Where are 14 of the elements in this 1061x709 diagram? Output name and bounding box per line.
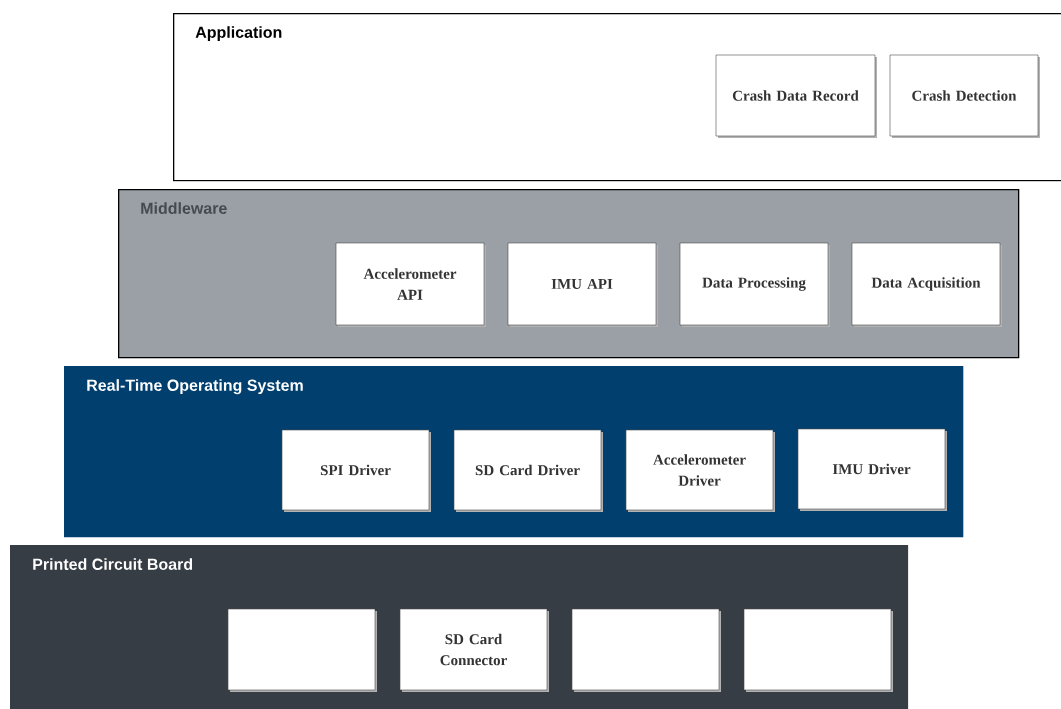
component-box: Accelerometer Driver — [625, 429, 775, 512]
component-box: Data Processing — [679, 242, 830, 327]
component-box — [571, 608, 721, 692]
component-box — [227, 608, 377, 692]
component-box: Accelerometer API — [335, 242, 486, 327]
component-box: IMU API — [507, 242, 658, 327]
component-box: Crash Data Record — [715, 54, 877, 138]
component-box: Data Acquisition — [851, 242, 1002, 327]
component-box: SPI Driver — [281, 429, 431, 512]
component-box: IMU Driver — [797, 428, 947, 511]
component-box: Crash Detection — [889, 54, 1040, 138]
component-box: SD Card Connector — [399, 608, 549, 692]
component-box — [743, 608, 893, 692]
component-box: SD Card Driver — [453, 429, 603, 512]
